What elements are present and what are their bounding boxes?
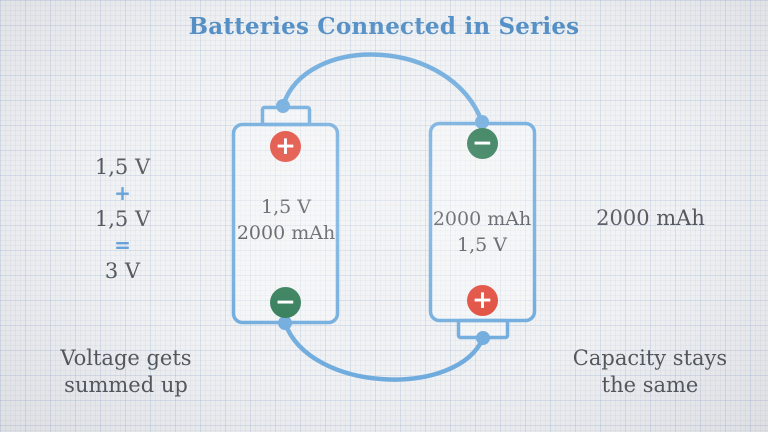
plus-terminal-icon: + (270, 131, 301, 162)
minus-glyph: − (472, 128, 493, 157)
right-battery-capacity: 2000 mAh (432, 208, 532, 230)
top-wire (280, 52, 485, 125)
plus-terminal-icon: + (467, 285, 498, 316)
voltage-caption: Voltage gets summed up (42, 345, 210, 399)
left-battery-capacity: 2000 mAh (236, 222, 336, 244)
capacity-caption: Capacity stays the same (566, 345, 734, 399)
wire-junction-dot-bottom-right (476, 331, 490, 345)
capacity-caption-line2: the same (601, 373, 699, 397)
wire-junction-dot-top-right (475, 115, 489, 129)
left-battery-voltage: 1,5 V (261, 196, 311, 218)
minus-terminal-icon: − (467, 128, 498, 159)
equation-voltage-1: 1,5 V (94, 155, 151, 179)
voltage-caption-line1: Voltage gets (60, 346, 192, 370)
left-battery-label: 1,5 V 2000 mAh (234, 194, 338, 246)
bottom-wire (282, 320, 486, 382)
equation-voltage-2: 1,5 V (94, 207, 151, 231)
voltage-equation: 1,5 V + 1,5 V = 3 V (50, 154, 195, 284)
minus-glyph: − (275, 287, 296, 316)
equation-result: 3 V (104, 259, 141, 283)
plus-operator: + (114, 181, 131, 205)
page-title: Batteries Connected in Series (188, 13, 580, 40)
wire-junction-dot-top-left (276, 99, 290, 113)
voltage-caption-line2: summed up (64, 373, 188, 397)
capacity-side-label: 2000 mAh (596, 206, 705, 230)
capacity-caption-line1: Capacity stays (572, 346, 728, 370)
plus-glyph: + (275, 131, 296, 160)
minus-terminal-icon: − (270, 287, 301, 318)
right-battery-label: 2000 mAh 1,5 V (430, 206, 534, 258)
right-battery-voltage: 1,5 V (457, 234, 507, 256)
wire-junction-dot-bottom-left (278, 316, 292, 330)
plus-glyph: + (472, 285, 493, 314)
equals-operator: = (114, 233, 131, 257)
